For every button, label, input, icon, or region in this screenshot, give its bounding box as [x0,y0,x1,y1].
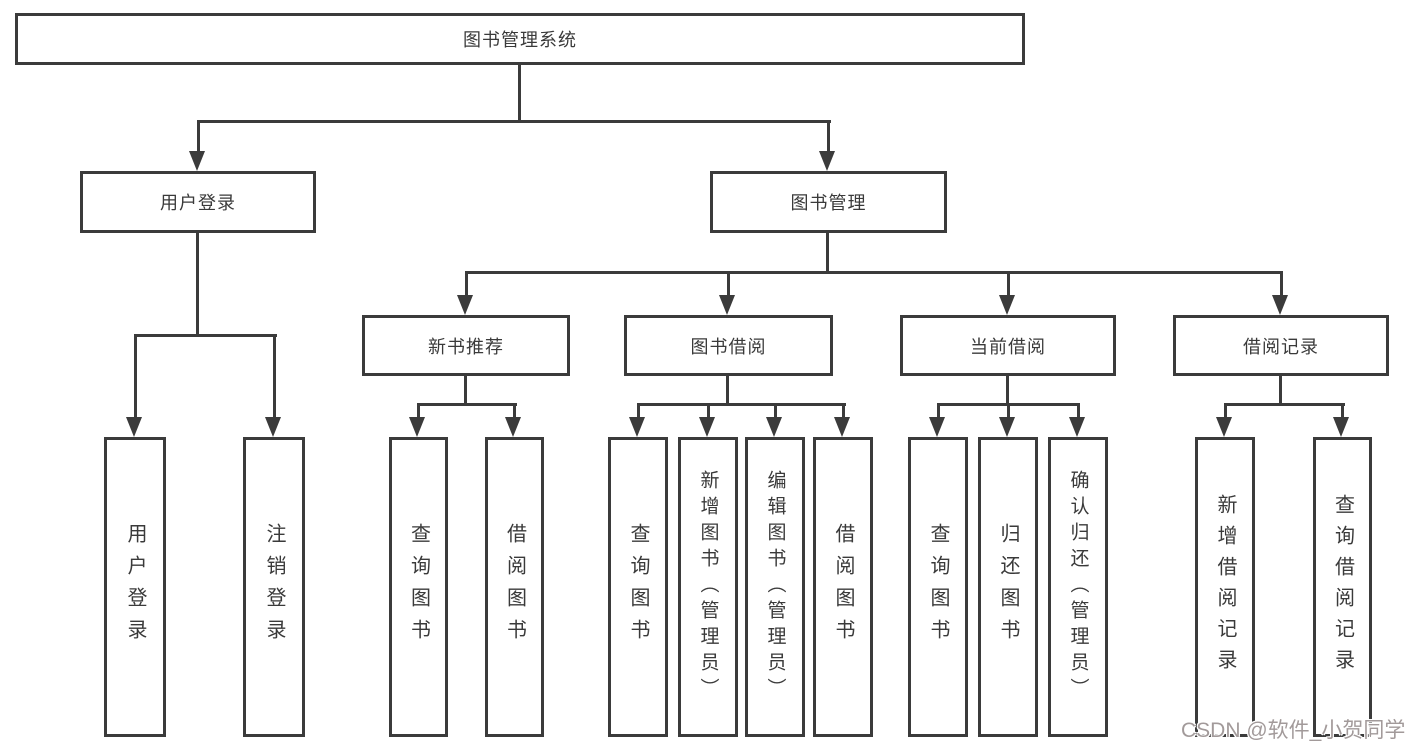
node-current-borrowing: 当前借阅 [900,315,1116,376]
arrow-down-icon [819,151,835,171]
connector-arrow-stem [465,272,468,297]
arrow-down-icon [629,417,645,437]
leaf-user-login: 用户登录 [104,437,166,737]
node-label: 图书管理 [790,193,867,213]
connector-arrow-stem [134,335,137,419]
leaf-label: 归还图书 [997,523,1019,651]
connector-arrow-stem [727,272,730,297]
arrow-down-icon [126,417,142,437]
leaf-edit-books-admin: 编辑图书（管理员） [745,437,805,737]
leaf-label: 查询图书 [407,523,430,651]
connector-hline [1224,403,1345,406]
leaf-label: 新增图书（管理员） [697,470,719,704]
leaf-label: 查询图书 [627,523,649,651]
arrow-down-icon [505,417,521,437]
connector-arrow-stem [842,404,845,419]
connector-arrow-stem [197,120,200,153]
leaf-borrow-books: 借阅图书 [813,437,873,737]
arrow-down-icon [999,295,1015,315]
leaf-label: 查询图书 [927,523,949,651]
connector-vline [826,233,829,273]
arrow-down-icon [1333,417,1349,437]
connector-arrow-stem [1341,404,1344,419]
node-library-management-system: 图书管理系统 [15,13,1025,65]
leaf-borrow-books-recommend: 借阅图书 [485,437,544,737]
watermark: CSDN @软件_小贺同学 [1181,719,1405,742]
connector-hline [134,334,277,337]
connector-arrow-stem [637,404,640,419]
connector-vline [464,376,467,406]
node-label: 图书借阅 [690,336,767,357]
node-book-management: 图书管理 [710,171,947,233]
leaf-label: 注销登录 [263,523,285,651]
connector-hline [197,120,831,123]
connector-arrow-stem [774,404,777,419]
leaf-query-borrow-record: 查询借阅记录 [1313,437,1372,737]
leaf-add-books-admin: 新增图书（管理员） [678,437,738,737]
arrow-down-icon [1272,295,1288,315]
node-user-login: 用户登录 [80,171,316,233]
connector-vline [726,376,729,406]
arrow-down-icon [265,417,281,437]
connector-arrow-stem [273,335,276,419]
connector-arrow-stem [1077,404,1080,419]
node-borrow-records: 借阅记录 [1173,315,1389,376]
connector-hline [465,271,1283,274]
connector-vline [1006,376,1009,406]
leaf-label: 查询借阅记录 [1331,494,1354,680]
arrow-down-icon [457,295,473,315]
node-label: 用户登录 [160,193,236,213]
leaf-confirm-return-admin: 确认归还（管理员） [1048,437,1108,737]
node-label: 新书推荐 [428,336,504,357]
leaf-label: 用户登录 [124,523,146,651]
connector-arrow-stem [1007,404,1010,419]
node-label: 图书管理系统 [463,30,577,50]
arrow-down-icon [699,417,715,437]
arrow-down-icon [834,417,850,437]
leaf-label: 借阅图书 [503,523,526,651]
arrow-down-icon [1216,417,1232,437]
connector-arrow-stem [1280,272,1283,297]
leaf-query-books-borrowing: 查询图书 [608,437,668,737]
leaf-add-borrow-record: 新增借阅记录 [1195,437,1255,737]
arrow-down-icon [999,417,1015,437]
node-new-book-recommend: 新书推荐 [362,315,570,376]
leaf-label: 新增借阅记录 [1214,494,1236,680]
arrow-down-icon [929,417,945,437]
connector-vline [1279,376,1282,406]
arrow-down-icon [719,295,735,315]
connector-hline [637,403,846,406]
connector-arrow-stem [707,404,710,419]
connector-vline [196,233,199,336]
leaf-label: 编辑图书（管理员） [764,470,786,704]
leaf-query-books-recommend: 查询图书 [389,437,448,737]
arrow-down-icon [189,151,205,171]
connector-arrow-stem [937,404,940,419]
connector-vline [518,65,521,120]
arrow-down-icon [766,417,782,437]
leaf-logout: 注销登录 [243,437,305,737]
node-book-borrowing: 图书借阅 [624,315,833,376]
leaf-query-books-current: 查询图书 [908,437,968,737]
node-label: 借阅记录 [1243,336,1319,357]
connector-arrow-stem [513,404,516,419]
node-label: 当前借阅 [970,336,1046,357]
arrow-down-icon [1069,417,1085,437]
connector-arrow-stem [827,120,830,153]
connector-arrow-stem [1007,272,1010,297]
arrow-down-icon [409,417,425,437]
connector-arrow-stem [417,404,420,419]
leaf-return-books: 归还图书 [978,437,1038,737]
leaf-label: 借阅图书 [832,523,854,651]
connector-hline [417,403,517,406]
leaf-label: 确认归还（管理员） [1067,470,1089,704]
connector-arrow-stem [1224,404,1227,419]
